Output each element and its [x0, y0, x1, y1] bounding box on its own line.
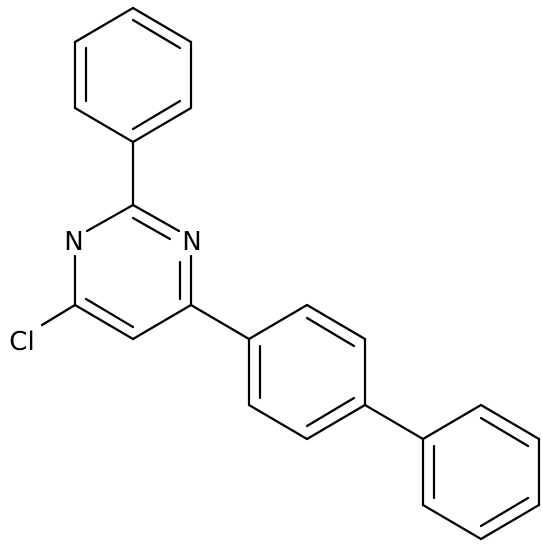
chlorine-label: Cl [9, 327, 34, 357]
top-phenyl-ring [73, 6, 193, 144]
carbon-chlorine-bond [40, 303, 77, 327]
middle-phenylene-ring [247, 303, 367, 441]
phenylene-phenyl-bond [363, 403, 425, 441]
terminal-phenyl-ring [421, 403, 541, 541]
nitrogen-left-label: N [64, 227, 83, 257]
pyrimidine-ring [73, 203, 193, 341]
nitrogen-right-label: N [182, 227, 201, 257]
pyrimidine-phenylene-bond [189, 303, 251, 341]
